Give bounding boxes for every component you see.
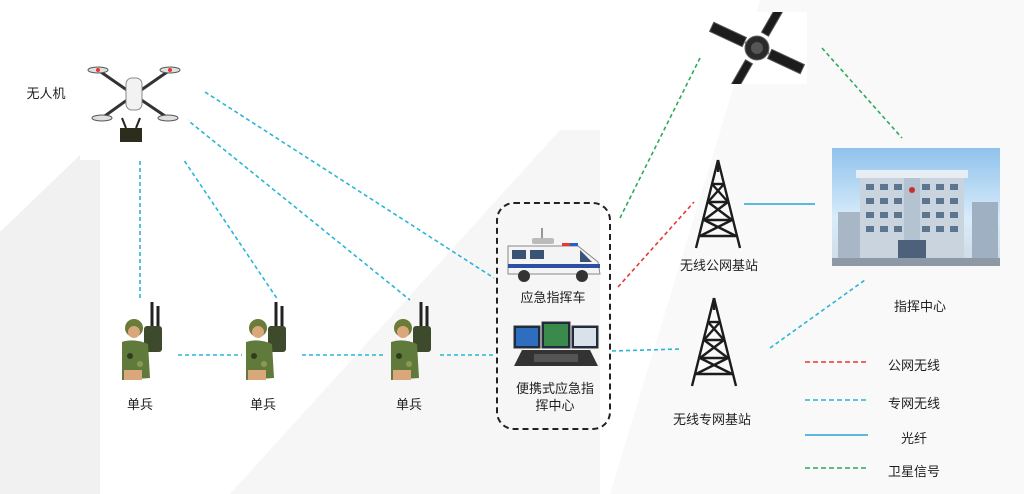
link-box-private-station [611, 348, 681, 352]
legend-private-wireless: 专网无线 [888, 396, 941, 411]
legend-fiber: 光纤 [901, 431, 928, 446]
public-tower [690, 158, 746, 255]
soldier-2-label: 单兵 [249, 397, 277, 412]
private-tower [686, 296, 742, 393]
link-drone-soldier2 [164, 131, 279, 301]
soldier-icon [122, 302, 162, 380]
tower-icon [690, 297, 738, 387]
vehicle-icon [507, 228, 601, 282]
link-drone-soldier3 [184, 117, 411, 301]
link-box-satellite [619, 57, 701, 219]
satellite-node [703, 5, 807, 91]
soldier-3 [385, 298, 435, 391]
command-center-label: 指挥中心 [893, 299, 947, 314]
drone-icon [87, 66, 181, 142]
command-vehicle [502, 226, 606, 289]
tower-icon [694, 159, 742, 249]
legend-public-wireless: 公网无线 [888, 358, 941, 373]
private-station-label: 无线专网基站 [672, 412, 752, 427]
satellite-icon [708, 5, 806, 91]
command-center-node [832, 148, 1000, 266]
link-box-public-station [617, 201, 695, 288]
soldier-icon [246, 302, 286, 380]
portable-command-center [512, 320, 600, 375]
rugged-laptop-icon [513, 321, 599, 366]
mobile-command-group [496, 202, 611, 430]
drone-label: 无人机 [26, 86, 66, 101]
link-satellite-center [821, 47, 903, 139]
command-vehicle-label: 应急指挥车 [520, 290, 586, 305]
building-icon [832, 170, 1000, 266]
soldier-3-label: 单兵 [395, 397, 423, 412]
portable-center-label-line1: 便携式应急指 [515, 381, 595, 396]
public-station-label: 无线公网基站 [679, 258, 759, 273]
soldier-1 [116, 298, 166, 391]
link-drone-vehicle [204, 91, 495, 279]
soldier-2 [240, 298, 290, 391]
link-private-station-center [769, 279, 866, 349]
soldier-1-label: 单兵 [126, 397, 154, 412]
legend-satellite: 卫星信号 [888, 464, 941, 479]
portable-center-label-line2: 挥中心 [535, 398, 575, 413]
soldier-icon [391, 302, 431, 380]
drone-node [80, 40, 188, 160]
